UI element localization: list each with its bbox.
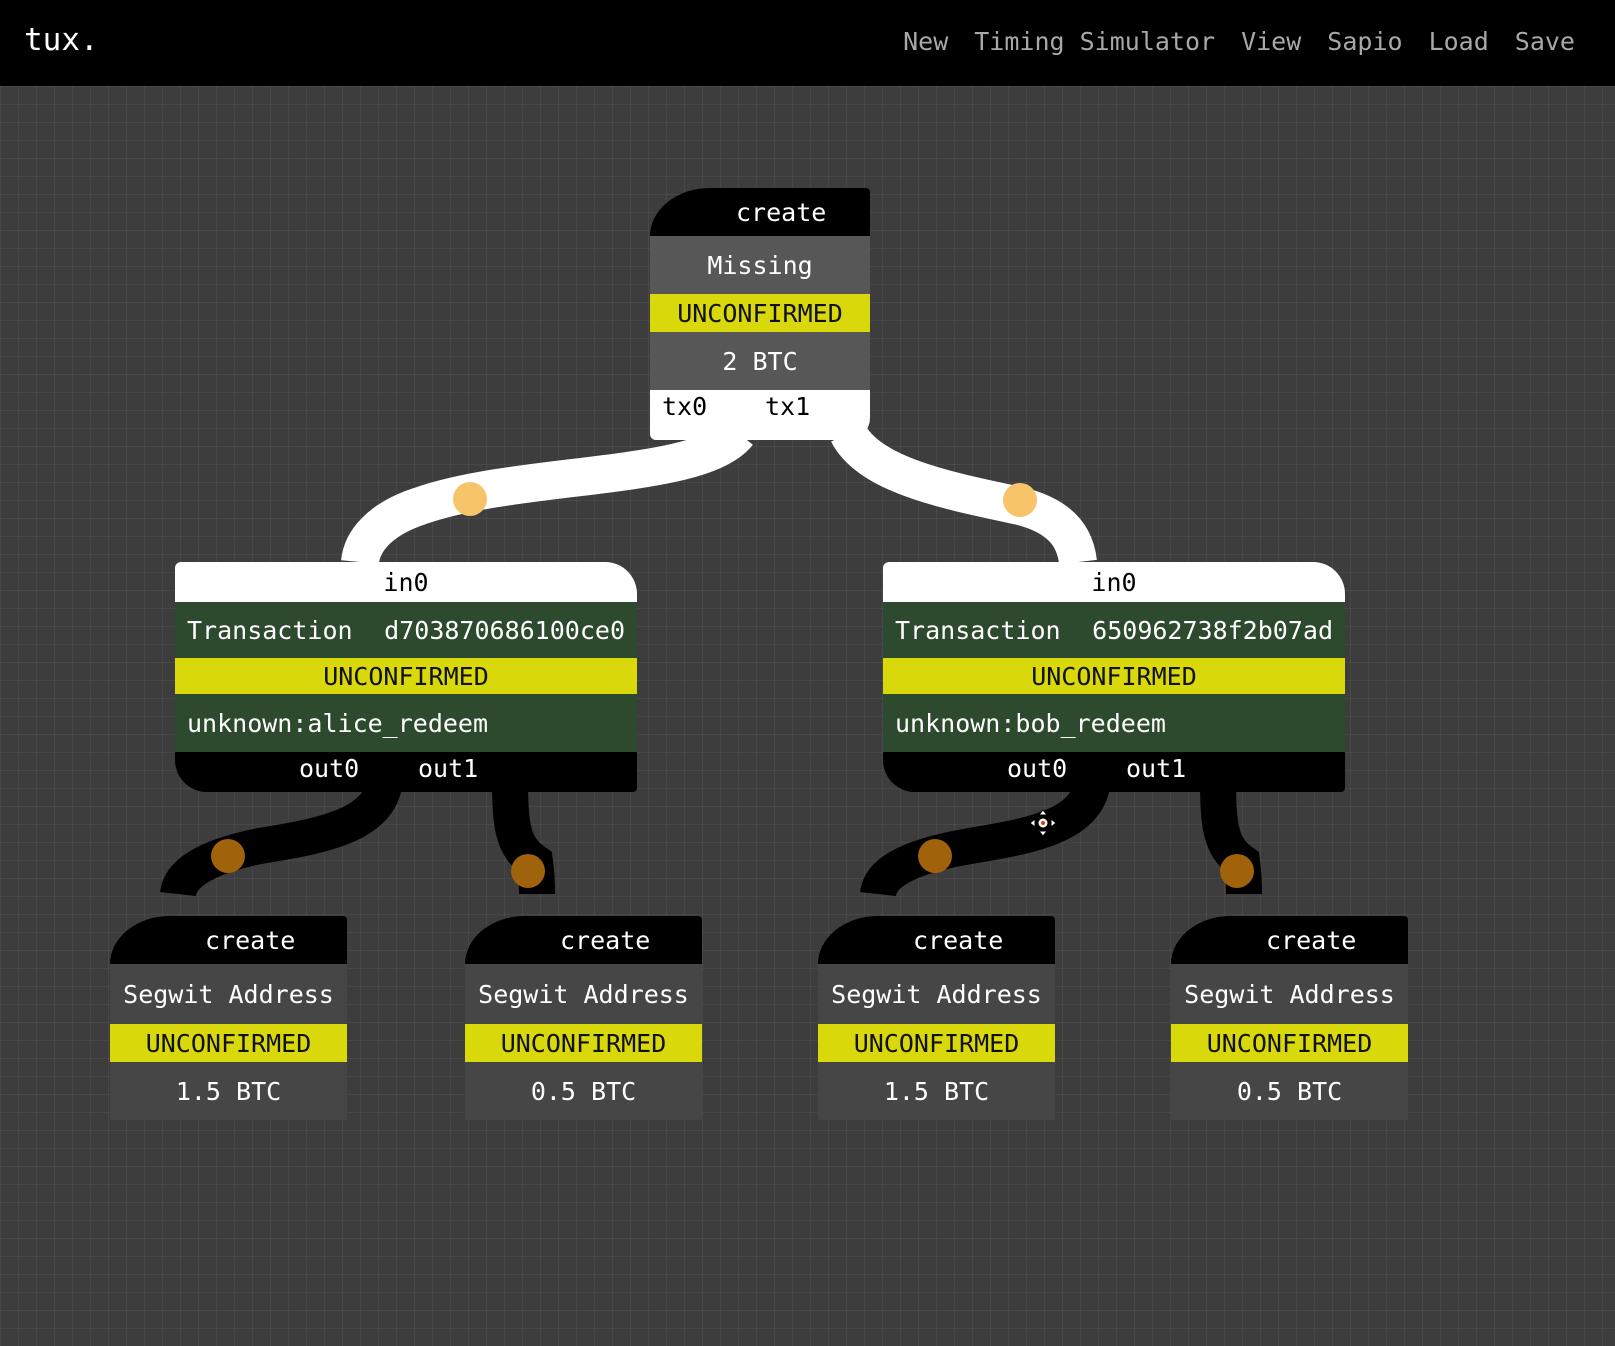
- output-create-node-2[interactable]: create Segwit Address UNCONFIRMED 0.5 BT…: [465, 916, 702, 1120]
- link-handle-left[interactable]: [453, 482, 487, 516]
- port-tx0[interactable]: tx0: [662, 392, 708, 421]
- menu-sapio[interactable]: Sapio: [1327, 27, 1403, 56]
- node-kind: Segwit Address: [1171, 964, 1408, 1024]
- output-ports: out0 out1: [883, 752, 1345, 792]
- transaction-id-row: Transaction 650962738f2b07ad: [883, 602, 1345, 658]
- menu-new[interactable]: New: [903, 27, 949, 56]
- menu-load[interactable]: Load: [1428, 27, 1489, 56]
- app-logo: tux.: [24, 22, 99, 58]
- node-amount: 0.5 BTC: [1171, 1062, 1408, 1120]
- link-handle-out0-left[interactable]: [211, 839, 245, 873]
- output-ports: tx0 tx1: [650, 390, 870, 440]
- input-port[interactable]: in0: [883, 562, 1345, 602]
- node-amount: 1.5 BTC: [110, 1062, 347, 1120]
- output-create-node-3[interactable]: create Segwit Address UNCONFIRMED 1.5 BT…: [818, 916, 1055, 1120]
- output-create-node-1[interactable]: create Segwit Address UNCONFIRMED 1.5 BT…: [110, 916, 347, 1120]
- transaction-node-bob[interactable]: in0 Transaction 650962738f2b07ad UNCONFI…: [883, 562, 1345, 792]
- transaction-id: 650962738f2b07ad: [1092, 615, 1333, 645]
- node-kind: Segwit Address: [110, 964, 347, 1024]
- status-badge: UNCONFIRMED: [175, 658, 637, 694]
- node-header: create: [465, 916, 702, 964]
- node-kind: Segwit Address: [818, 964, 1055, 1024]
- port-out1[interactable]: out1: [1126, 754, 1187, 783]
- graph-links: [160, 419, 1262, 898]
- output-ports: out0 out1: [175, 752, 637, 792]
- transaction-script: unknown:bob_redeem: [883, 694, 1345, 752]
- link-tx1-to-tx-right[interactable]: [831, 423, 1097, 566]
- output-create-node-4[interactable]: create Segwit Address UNCONFIRMED 0.5 BT…: [1171, 916, 1408, 1120]
- link-out0-right[interactable]: [860, 773, 1111, 898]
- status-badge: UNCONFIRMED: [110, 1024, 347, 1062]
- port-tx1[interactable]: tx1: [765, 392, 811, 421]
- graph-canvas[interactable]: create Missing UNCONFIRMED 2 BTC tx0 tx1…: [0, 86, 1615, 1346]
- node-header: create: [1171, 916, 1408, 964]
- transaction-node-alice[interactable]: in0 Transaction d703870686100ce0 UNCONFI…: [175, 562, 637, 792]
- link-handle-out0-right[interactable]: [918, 839, 952, 873]
- node-header: create: [818, 916, 1055, 964]
- status-badge: UNCONFIRMED: [883, 658, 1345, 694]
- transaction-script: unknown:alice_redeem: [175, 694, 637, 752]
- main-menu: New Timing Simulator View Sapio Load Sav…: [903, 22, 1575, 62]
- transaction-label: Transaction: [187, 615, 353, 645]
- transaction-id-row: Transaction d703870686100ce0: [175, 602, 637, 658]
- move-cursor-icon: [1029, 809, 1057, 837]
- menu-timing-simulator[interactable]: Timing Simulator: [974, 27, 1216, 56]
- node-amount: 0.5 BTC: [465, 1062, 702, 1120]
- input-port[interactable]: in0: [175, 562, 637, 602]
- link-handle-right[interactable]: [1003, 483, 1037, 517]
- status-badge: UNCONFIRMED: [818, 1024, 1055, 1062]
- node-header: create: [110, 916, 347, 964]
- status-badge: UNCONFIRMED: [1171, 1024, 1408, 1062]
- port-out0[interactable]: out0: [299, 754, 360, 783]
- transaction-id: d703870686100ce0: [384, 615, 625, 645]
- port-out0[interactable]: out0: [1007, 754, 1068, 783]
- link-handle-out1-left[interactable]: [511, 854, 545, 888]
- menu-save[interactable]: Save: [1514, 27, 1575, 56]
- status-badge: UNCONFIRMED: [650, 294, 870, 332]
- status-badge: UNCONFIRMED: [465, 1024, 702, 1062]
- link-tx0-to-tx-left[interactable]: [341, 419, 753, 566]
- top-nav-bar: tux. New Timing Simulator View Sapio Loa…: [0, 0, 1615, 86]
- link-handle-out1-right[interactable]: [1220, 854, 1254, 888]
- root-create-node[interactable]: create Missing UNCONFIRMED 2 BTC tx0 tx1: [650, 188, 870, 440]
- transaction-label: Transaction: [895, 615, 1061, 645]
- node-amount: 2 BTC: [650, 332, 870, 390]
- node-kind: Missing: [650, 236, 870, 294]
- node-amount: 1.5 BTC: [818, 1062, 1055, 1120]
- node-header: create: [650, 188, 870, 236]
- port-out1[interactable]: out1: [418, 754, 479, 783]
- node-kind: Segwit Address: [465, 964, 702, 1024]
- menu-view[interactable]: View: [1241, 27, 1302, 56]
- link-out0-left[interactable]: [160, 773, 403, 898]
